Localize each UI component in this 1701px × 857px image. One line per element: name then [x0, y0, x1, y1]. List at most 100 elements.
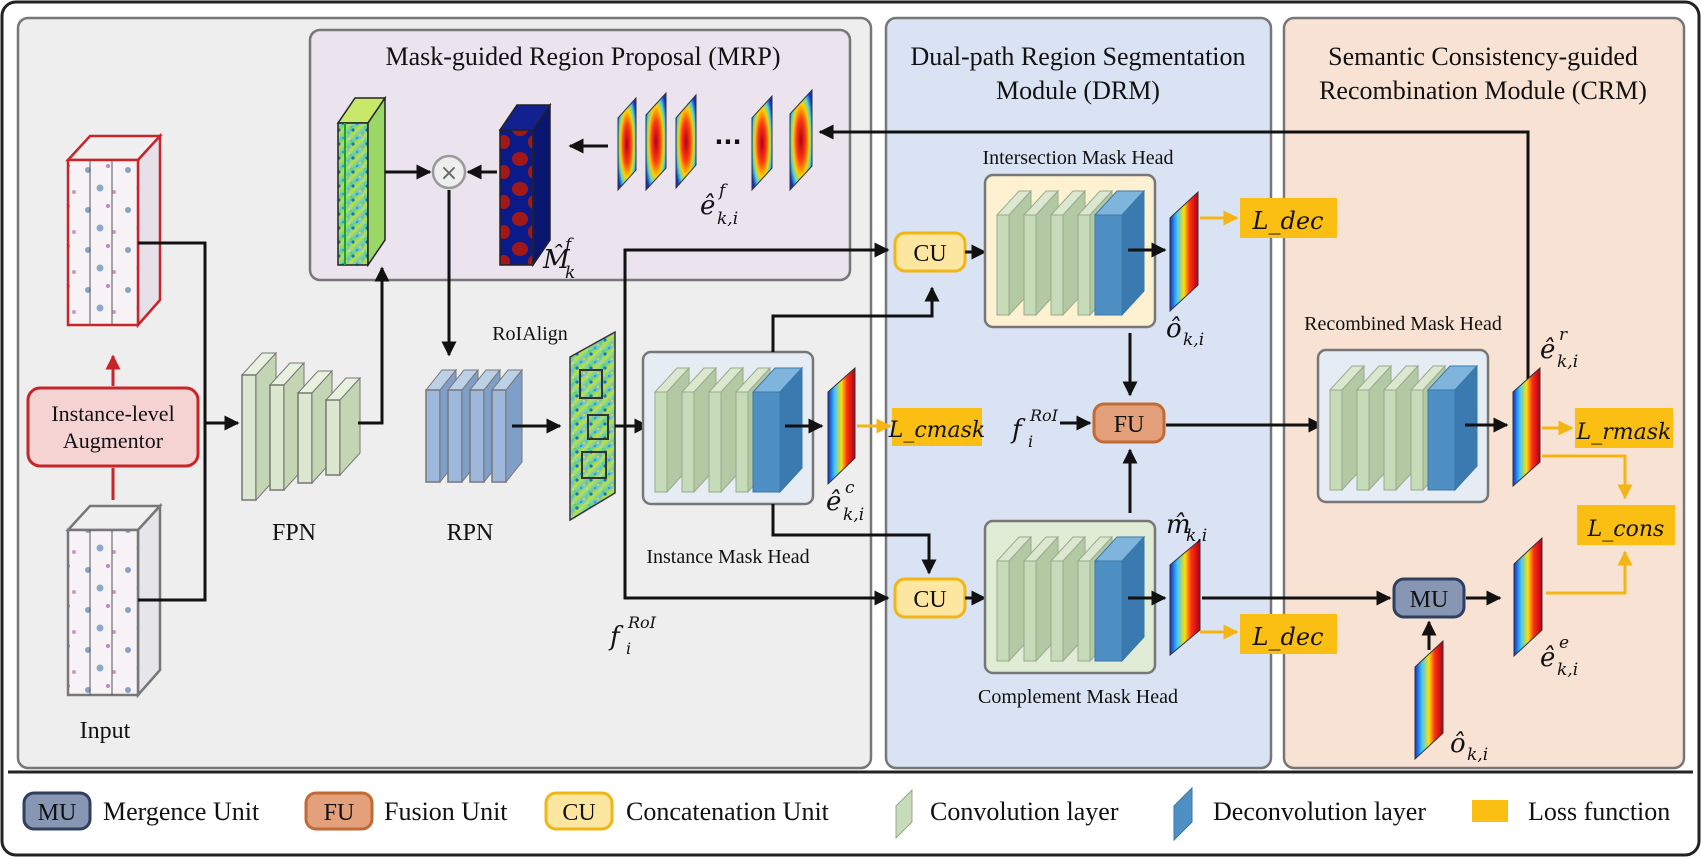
fpn-block — [240, 351, 362, 502]
svg-text:k,i: k,i — [843, 505, 864, 525]
intersection-heatmap — [1169, 190, 1199, 313]
crm-title-line1: Semantic Consistency-guided — [1328, 42, 1638, 71]
legend-fu-swatch — [304, 791, 374, 831]
arrow-roi-to-cu-bottom — [623, 426, 890, 606]
foreground-mask-map — [498, 102, 552, 268]
legend-mu-swatch — [22, 791, 92, 831]
mrp-panel — [308, 28, 852, 282]
svg-text:ô: ô — [1166, 314, 1182, 344]
svg-text:k,i: k,i — [717, 209, 738, 229]
svg-text:ô: ô — [1450, 729, 1466, 759]
recombined-mask-head-layers — [1328, 364, 1479, 492]
svg-text:k,i: k,i — [1557, 352, 1578, 372]
legend: MU Mergence Unit FU Fusion Unit CU Conca… — [22, 786, 1670, 842]
legend-conv-label: Convolution layer — [930, 797, 1119, 826]
arrow-roi-to-cu-top — [615, 242, 890, 428]
label-o-bottom: ô k,i — [1450, 729, 1488, 765]
rpn-label: RPN — [447, 520, 494, 546]
legend-deconv-label: Deconvolution layer — [1213, 797, 1426, 826]
legend-mu-label: Mergence Unit — [103, 797, 260, 826]
label-e-r: ê k,i r — [1540, 325, 1578, 372]
svg-text:i: i — [1028, 432, 1033, 451]
label-e-f: ê k,i f — [700, 181, 738, 229]
svg-text:e: e — [1559, 633, 1569, 653]
multiply-icon — [431, 154, 467, 190]
svg-text:RoI: RoI — [627, 613, 657, 632]
svg-text:k,i: k,i — [1186, 526, 1207, 546]
input-label: Input — [80, 718, 131, 744]
loss-dec-top — [1240, 198, 1337, 238]
legend-conv-icon — [895, 788, 913, 840]
svg-text:ê: ê — [700, 191, 715, 221]
mrp-title: Mask-guided Region Proposal (MRP) — [385, 42, 780, 71]
svg-text:k,i: k,i — [1183, 330, 1204, 350]
arrow-ee-to-lcons — [1546, 550, 1633, 595]
loss-dec-top-label: L_dec — [1252, 207, 1324, 235]
svg-text:k: k — [565, 263, 575, 283]
svg-text:i: i — [626, 639, 631, 658]
legend-fu-abbr: FU — [324, 800, 355, 826]
svg-text:M̂: M̂ — [542, 244, 571, 275]
cu-bottom-label: CU — [913, 587, 946, 613]
loss-dec-bottom — [1240, 614, 1337, 654]
arrow-instance-to-cu-top — [771, 286, 940, 352]
instance-level-augmentor — [26, 386, 200, 468]
complement-mask-head-label: Complement Mask Head — [978, 686, 1178, 708]
mu-label: MU — [1410, 587, 1449, 613]
svg-text:m̂: m̂ — [1166, 510, 1191, 540]
ellipsis: ··· — [714, 128, 741, 156]
legend-deconv-icon — [1173, 786, 1193, 842]
svg-text:ê: ê — [1540, 335, 1555, 365]
label-e-c: ê k,i c — [826, 478, 864, 525]
arrow-recombined-to-mrp — [818, 124, 1530, 405]
roialign-label: RoIAlign — [492, 323, 568, 345]
intersection-mask-head-layers — [995, 189, 1146, 317]
multiply-symbol: × — [440, 161, 458, 186]
mu-unit — [1392, 577, 1466, 619]
cu-top-label: CU — [913, 241, 946, 267]
rpn-block — [424, 368, 524, 484]
complement-mask-head-layers — [995, 535, 1146, 663]
label-M-f: M̂ k f — [542, 235, 575, 283]
svg-text:ê: ê — [826, 487, 841, 517]
crm-title-line2: Recombination Module (CRM) — [1319, 76, 1647, 105]
loss-cons-label: L_cons — [1587, 517, 1665, 542]
foreground-heatmaps — [617, 88, 813, 192]
legend-fu-label: Fusion Unit — [384, 797, 508, 826]
drm-title-line2: Module (DRM) — [996, 76, 1160, 105]
instance-mask-head-label: Instance Mask Head — [646, 546, 809, 568]
svg-text:ê: ê — [1540, 643, 1555, 673]
fu-unit — [1092, 402, 1166, 444]
legend-loss-label: Loss function — [1528, 797, 1670, 826]
intersection-heatmap-copy — [1414, 639, 1444, 761]
arrow-er-to-lcons — [1542, 454, 1633, 500]
label-m-hat: m̂ k,i — [1166, 510, 1207, 546]
svg-text:RoI: RoI — [1029, 406, 1059, 425]
svg-text:k,i: k,i — [1557, 660, 1578, 680]
recombined-mask-head-label: Recombined Mask Head — [1304, 313, 1502, 335]
coarse-mask-heatmap — [827, 366, 856, 486]
intersection-mask-head-label: Intersection Mask Head — [982, 147, 1173, 169]
svg-text:c: c — [845, 478, 855, 498]
instance-mask-head-layers — [653, 366, 804, 494]
label-e-e: ê k,i e — [1540, 633, 1578, 680]
legend-cu-swatch — [544, 791, 614, 831]
augmentor-label-line2: Augmentor — [63, 428, 164, 453]
legend-cu-abbr: CU — [562, 800, 595, 826]
legend-loss-swatch — [1472, 800, 1508, 822]
loss-rmask-label: L_rmask — [1576, 420, 1672, 445]
recombined-heatmap — [1512, 366, 1541, 488]
loss-dec-bottom-label: L_dec — [1252, 623, 1324, 651]
arrow-fpn-to-mrp — [358, 266, 390, 425]
loss-cmask-label: L_cmask — [888, 418, 986, 443]
label-o-top: ô k,i — [1166, 314, 1204, 350]
merged-heatmap — [1513, 536, 1543, 658]
fpn-feature-map — [336, 95, 387, 268]
loss-cons — [1577, 505, 1675, 545]
complement-heatmap — [1169, 538, 1201, 657]
svg-text:f: f — [717, 181, 728, 201]
drm-title-line1: Dual-path Region Segmentation — [910, 42, 1245, 71]
augmentor-label-line1: Instance-level — [51, 401, 174, 426]
legend-cu-label: Concatenation Unit — [626, 797, 830, 826]
